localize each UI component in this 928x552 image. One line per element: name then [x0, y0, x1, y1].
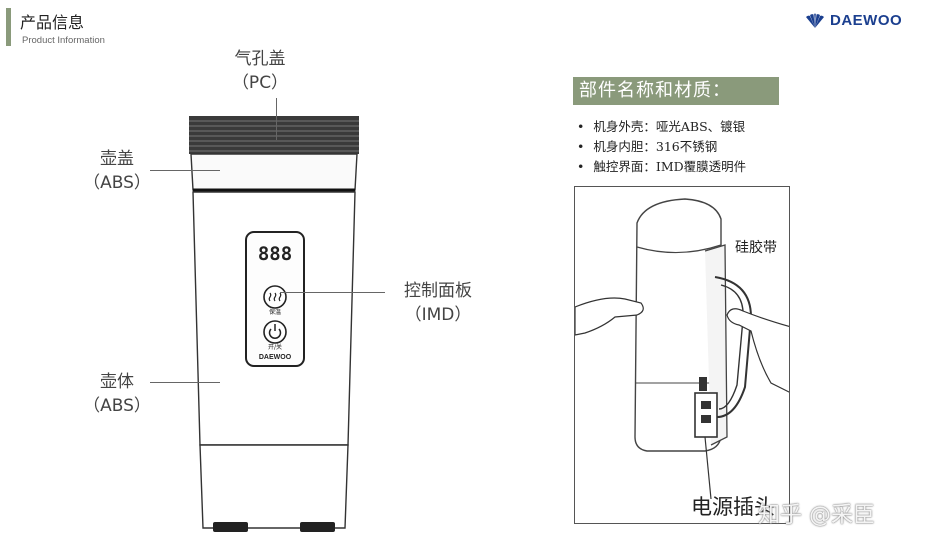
spec-list: 机身外壳：哑光ABS、镀银 机身内胆：316不锈钢 触控界面：IMD覆膜透明件: [577, 117, 746, 177]
body-material: （ABS）: [83, 396, 151, 416]
watermark: 知乎 @采臣: [758, 503, 875, 528]
callout-lid: 壶盖 （ABS）: [62, 147, 172, 195]
spec-item: 触控界面：IMD覆膜透明件: [577, 157, 746, 177]
leader-vent-lid: [276, 98, 277, 140]
specs-heading: 部件名称和材质：: [573, 77, 779, 105]
leader-lid: [150, 170, 220, 171]
callout-control-panel: 控制面板 （IMD）: [378, 279, 498, 327]
brand-name: DAEWOO: [830, 12, 903, 29]
control-panel-material: （IMD）: [404, 305, 472, 325]
control-panel-name: 控制面板: [404, 281, 472, 301]
section-subtitle: Product Information: [22, 35, 105, 46]
power-button: [263, 320, 287, 344]
lid-name: 壶盖: [100, 149, 134, 169]
keep-warm-label: 保温: [269, 308, 281, 316]
spec-item: 机身外壳：哑光ABS、镀银: [577, 117, 746, 137]
lid-material: （ABS）: [83, 173, 151, 193]
leader-control-panel: [280, 292, 385, 293]
daewoo-shell-icon: [806, 13, 824, 28]
callout-body: 壶体 （ABS）: [62, 370, 172, 418]
vent-lid-material: （PC）: [231, 73, 289, 93]
section-accent-bar: [6, 8, 11, 46]
brand-logo: DAEWOO: [804, 12, 902, 29]
panel-display: 888: [258, 243, 292, 265]
body-name: 壶体: [100, 372, 134, 392]
vent-lid-part: [189, 116, 359, 154]
silicone-band-label: 硅胶带: [735, 240, 777, 256]
spec-item: 机身内胆：316不锈钢: [577, 137, 746, 157]
section-title: 产品信息: [20, 13, 85, 32]
lid-part: [190, 153, 358, 192]
hands-kettle-sketch: [575, 198, 789, 500]
leader-body: [150, 382, 220, 383]
power-plug-label: 电源插头: [691, 495, 775, 519]
power-icon: [268, 324, 282, 340]
control-panel-part: 888 保温 开/关 DAEWOO: [245, 231, 305, 367]
callout-vent-lid: 气孔盖 （PC）: [200, 47, 320, 95]
kettle-diagram: 888 保温 开/关 DAEWOO: [189, 116, 359, 532]
power-label: 开/关: [268, 343, 282, 351]
vent-lid-name: 气孔盖: [234, 49, 286, 69]
panel-brand: DAEWOO: [259, 354, 292, 361]
usage-illustration: 硅胶带 电源插头: [574, 186, 790, 524]
steam-icon: [268, 292, 282, 302]
